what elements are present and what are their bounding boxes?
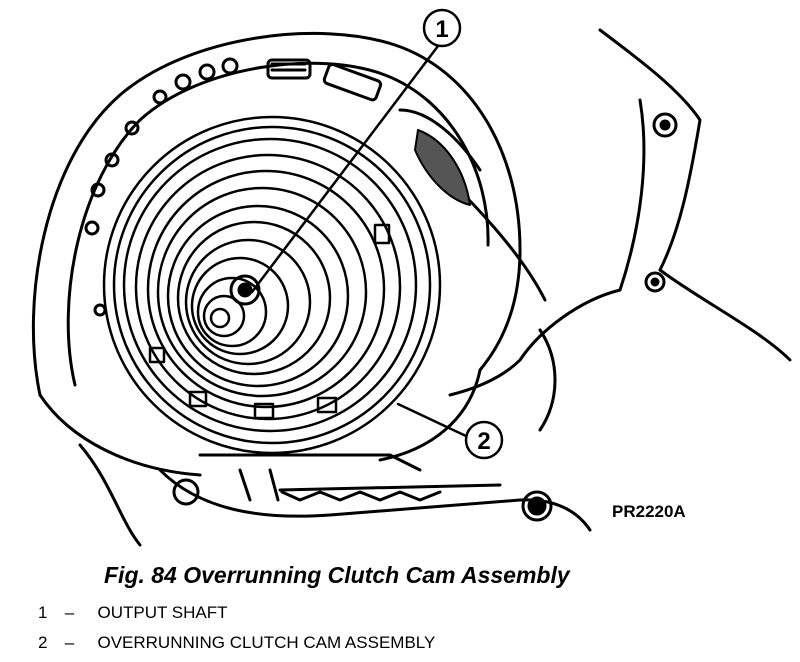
shaded-pocket xyxy=(414,129,471,206)
bottom-linkage xyxy=(78,443,592,547)
case-slots xyxy=(266,58,383,102)
case-holes xyxy=(84,57,239,506)
callout-2-number: 2 xyxy=(477,428,490,455)
legend-dash: – xyxy=(64,603,75,622)
right-housing xyxy=(398,28,792,432)
legend-text: OUTPUT SHAFT xyxy=(97,603,228,622)
figure-code: PR2220A xyxy=(612,502,686,521)
callout-1: 1 xyxy=(250,8,462,294)
legend-number: 2 xyxy=(38,633,48,652)
technical-illustration: 1 2 PR2220A xyxy=(31,8,792,547)
clutch-cam-rings xyxy=(102,115,442,455)
ring-lugs xyxy=(148,223,391,420)
legend-number: 1 xyxy=(38,603,48,622)
legend-dash: – xyxy=(64,633,75,652)
legend-item: 1 – OUTPUT SHAFT xyxy=(38,598,435,628)
output-shaft-hub xyxy=(229,274,261,306)
callout-1-number: 1 xyxy=(435,16,448,43)
legend: 1 – OUTPUT SHAFT 2 – OVERRUNNING CLUTCH … xyxy=(38,598,435,658)
figure-caption: Fig. 84 Overrunning Clutch Cam Assembly xyxy=(104,562,570,588)
legend-item: 2 – OVERRUNNING CLUTCH CAM ASSEMBLY xyxy=(38,628,435,658)
legend-text: OVERRUNNING CLUTCH CAM ASSEMBLY xyxy=(97,633,436,652)
housing-bolts xyxy=(521,112,678,522)
callout-2: 2 xyxy=(396,402,504,460)
